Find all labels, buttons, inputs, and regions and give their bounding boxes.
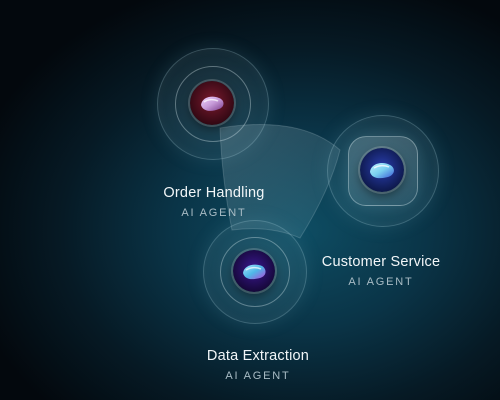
agent-role: AI AGENT xyxy=(181,207,247,219)
customer-service-node[interactable] xyxy=(327,115,439,227)
order-handling-label: Order Handling AI AGENT xyxy=(144,184,284,220)
glossy-orb-icon xyxy=(190,81,234,125)
order-handling-node[interactable] xyxy=(157,48,269,160)
glossy-orb-icon xyxy=(360,148,404,192)
agent-name: Customer Service xyxy=(321,254,441,270)
data-extraction-node[interactable] xyxy=(203,220,307,324)
agent-name: Data Extraction xyxy=(206,348,310,364)
agent-role: AI AGENT xyxy=(348,276,414,288)
customer-service-label: Customer Service AI AGENT xyxy=(306,253,456,289)
node-ring xyxy=(175,66,251,142)
agent-name: Order Handling xyxy=(163,185,265,201)
agent-role: AI AGENT xyxy=(225,370,291,382)
node-ring xyxy=(220,237,290,307)
data-extraction-label: Data Extraction AI AGENT xyxy=(183,347,333,383)
glossy-orb-icon xyxy=(233,250,275,292)
